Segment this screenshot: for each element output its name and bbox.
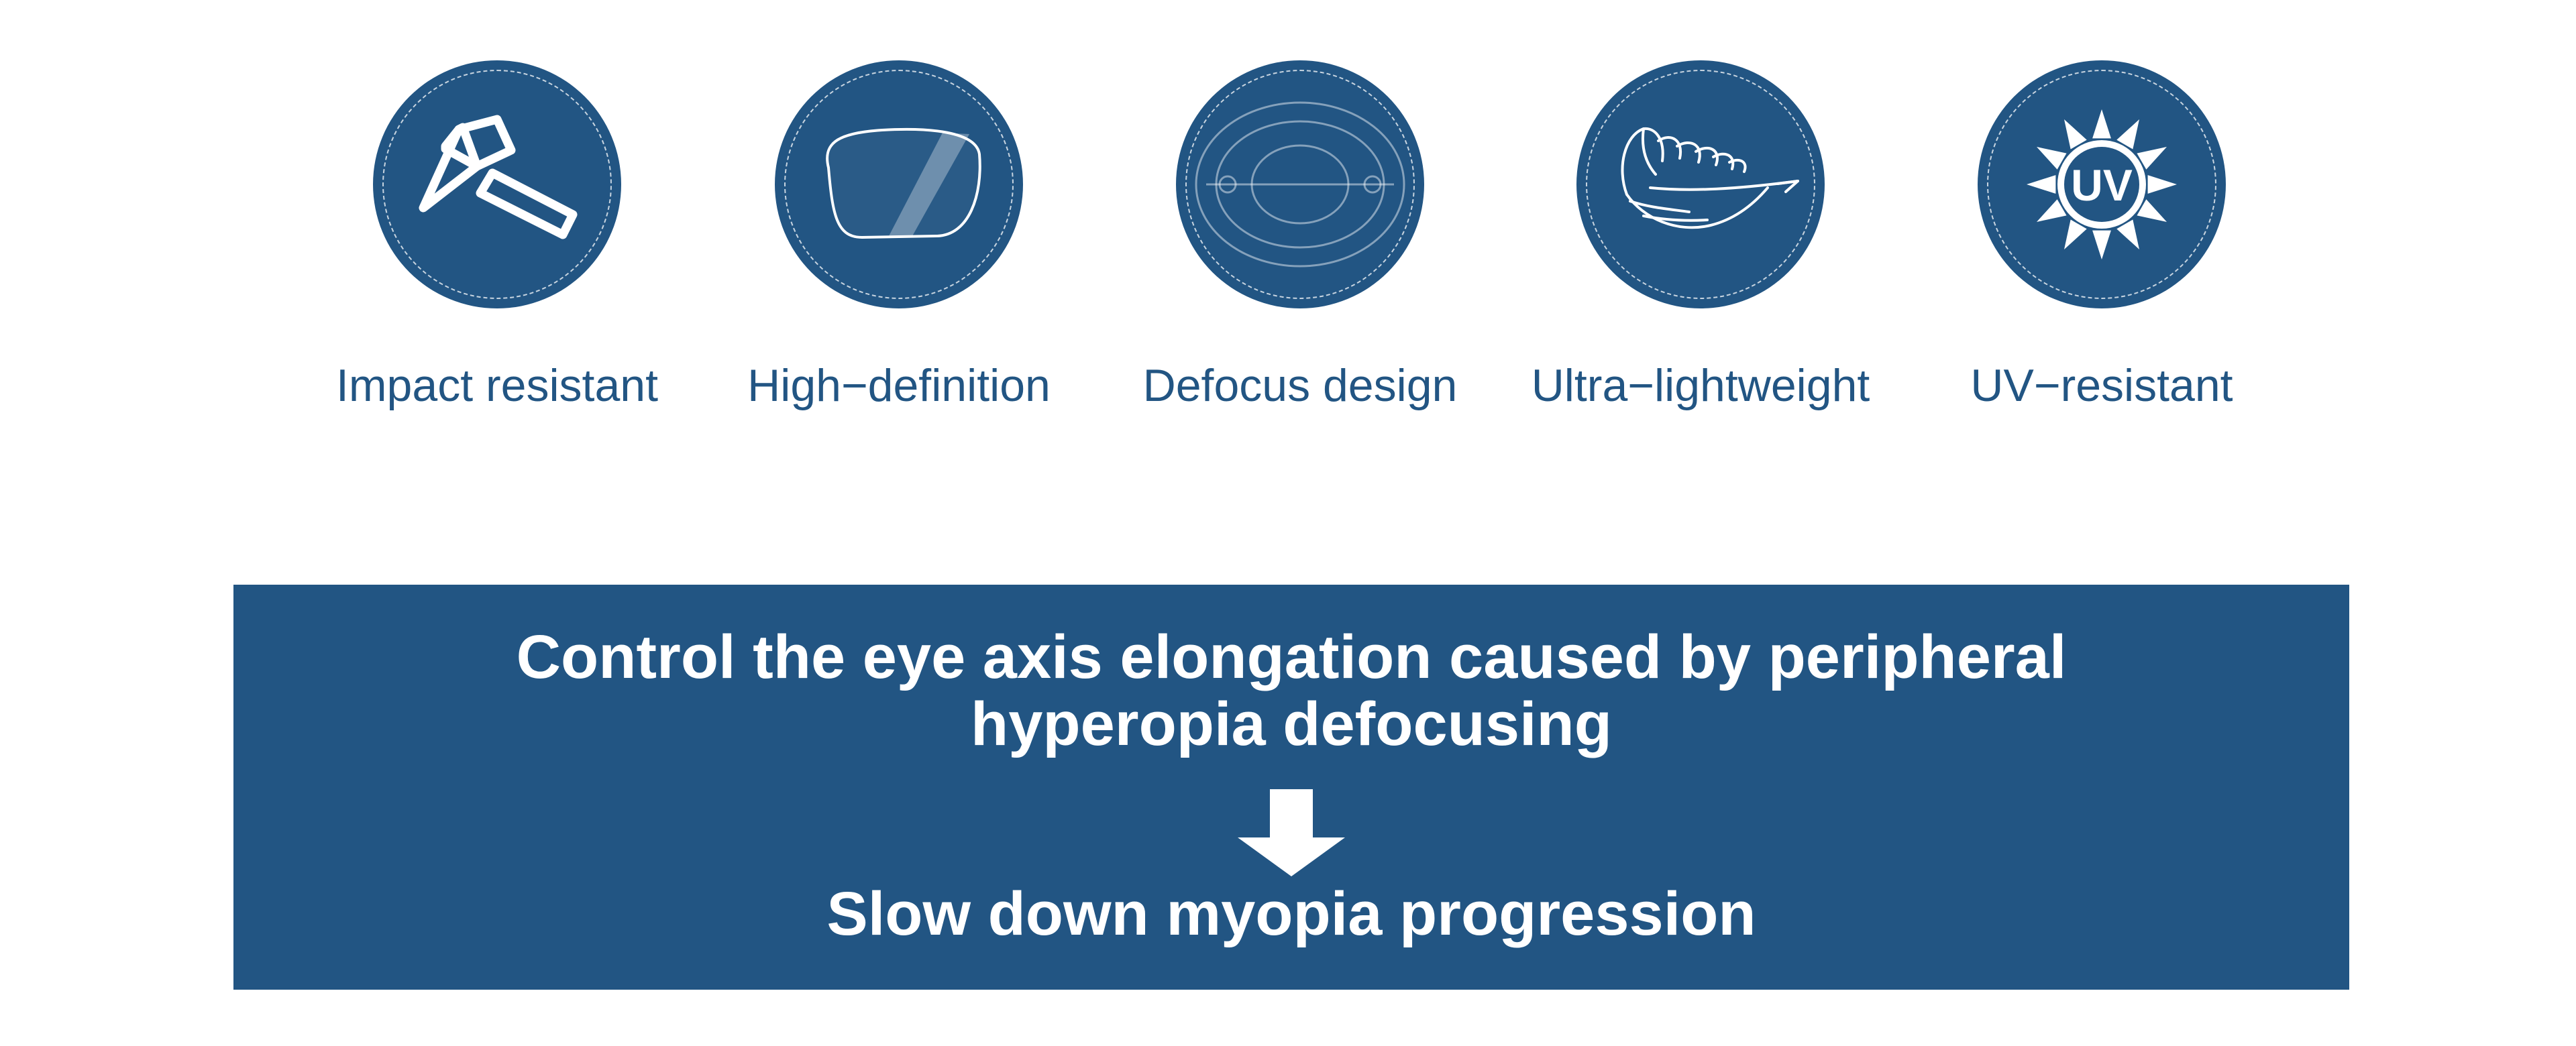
lens-icon — [826, 127, 981, 239]
dashed-ring — [784, 70, 1014, 299]
feature-high-definition: High−definition — [698, 0, 1100, 469]
feature-badge-circle — [775, 60, 1023, 308]
sun-ray — [2137, 199, 2167, 222]
sun-ray — [2027, 175, 2056, 194]
uv-badge-text: UV — [2071, 160, 2133, 210]
sun-ray — [2116, 119, 2139, 150]
feather-icon — [1621, 127, 1799, 229]
feature-uv-resistant: UV UV−resistant — [1900, 0, 2303, 469]
banner-headline: Control the eye axis elongation caused b… — [233, 624, 2349, 758]
feature-badge-circle — [1176, 60, 1424, 308]
sun-ray — [2064, 119, 2087, 150]
arrow-down-icon — [1238, 789, 1345, 876]
feature-label: Defocus design — [1142, 360, 1458, 411]
sun-ray — [2147, 175, 2177, 194]
sun-ray — [2064, 219, 2087, 249]
feature-label: UV−resistant — [1970, 360, 2233, 411]
feature-label: High−definition — [747, 360, 1051, 411]
defocus-rings-icon — [1195, 101, 1405, 268]
sun-ray — [2092, 109, 2111, 139]
banner-result: Slow down myopia progression — [826, 880, 1756, 948]
sun-ray — [2037, 147, 2067, 170]
sun-ray — [2092, 230, 2111, 259]
sun-ray — [2037, 199, 2067, 222]
feature-label: Ultra−lightweight — [1531, 360, 1870, 411]
dashed-ring — [1185, 70, 1415, 299]
dashed-ring — [382, 70, 612, 299]
feature-ultra-lightweight: Ultra−lightweight — [1499, 0, 1902, 469]
feature-impact-resistant: Impact resistant — [296, 0, 698, 469]
feature-badge-circle: UV — [1978, 60, 2226, 308]
feature-defocus-design: Defocus design — [1099, 0, 1501, 469]
dashed-ring — [1987, 70, 2216, 299]
feature-badge-circle — [1576, 60, 1825, 308]
sun-ray — [2116, 219, 2139, 249]
dashed-ring — [1586, 70, 1815, 299]
uv-sun-icon: UV — [2027, 109, 2177, 259]
benefit-banner: Control the eye axis elongation caused b… — [233, 585, 2349, 990]
hammer-icon — [419, 115, 578, 239]
banner-headline-line-1: Control the eye axis elongation caused b… — [516, 623, 2067, 691]
feature-label: Impact resistant — [336, 360, 658, 411]
sun-ray — [2137, 147, 2167, 170]
feature-badge-circle — [373, 60, 621, 308]
feature-row: Impact resistant High−definition — [0, 0, 2576, 469]
banner-headline-line-2: hyperopia defocusing — [971, 690, 1612, 758]
